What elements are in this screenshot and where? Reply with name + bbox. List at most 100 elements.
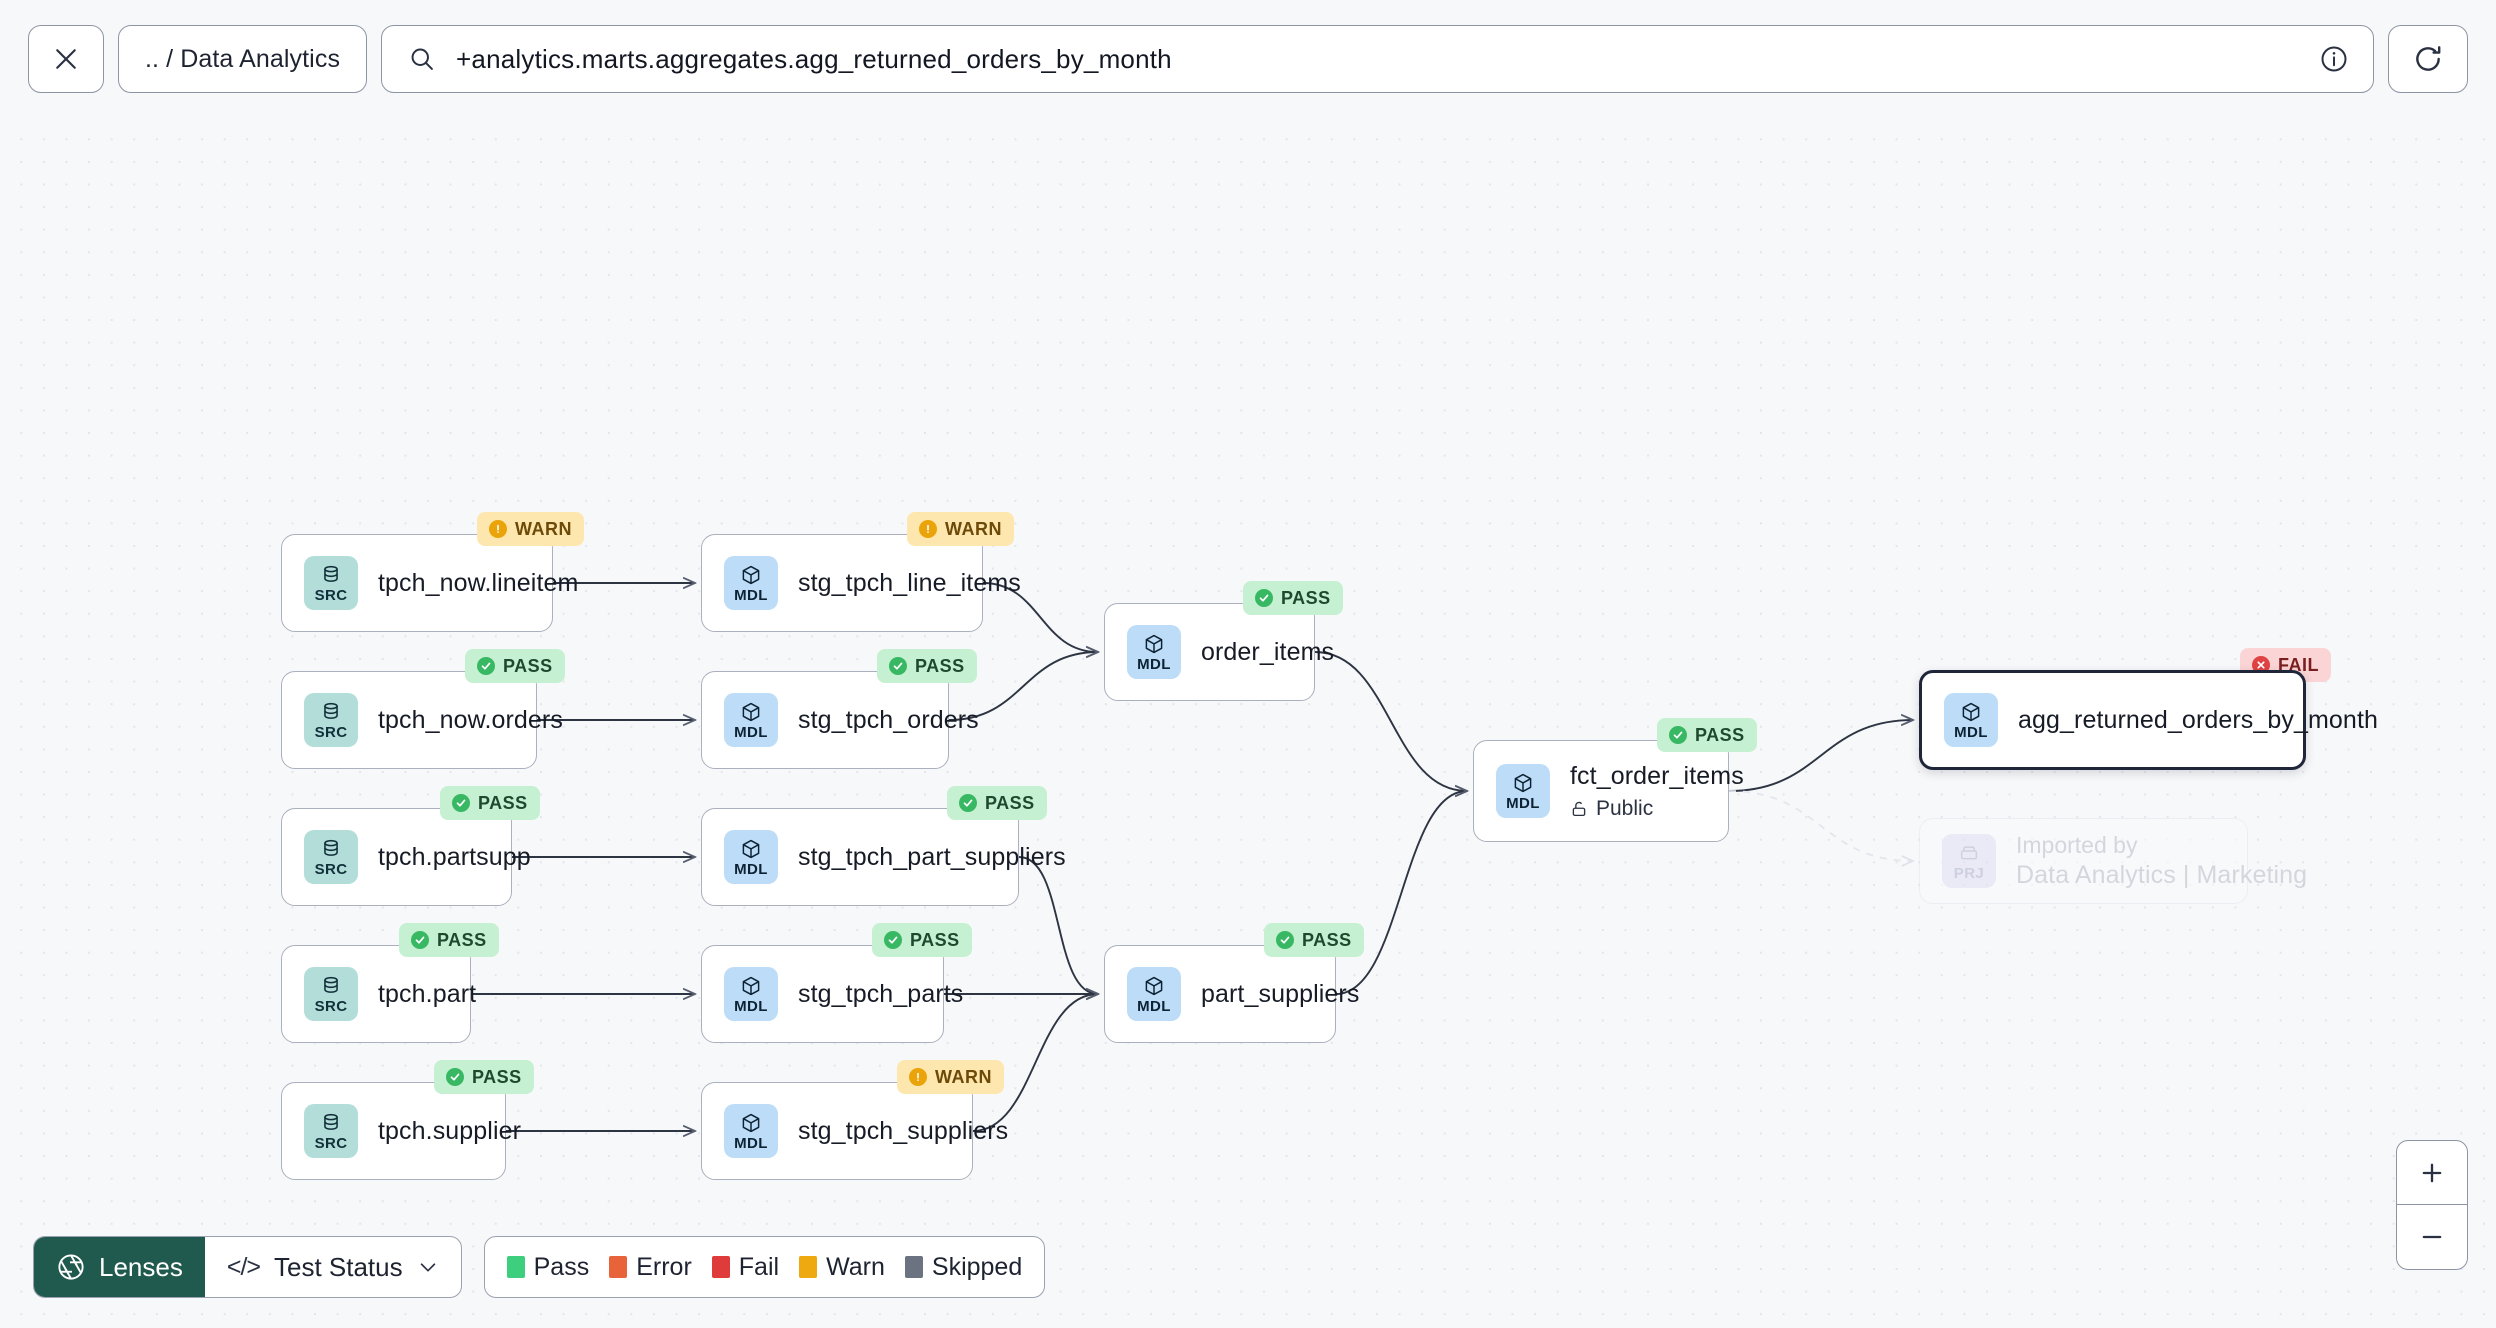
node-label: stg_tpch_orders — [798, 705, 979, 734]
lenses-label: Lenses — [99, 1251, 183, 1282]
status-badge-pass[interactable]: PASS — [1264, 923, 1364, 957]
unlock-icon — [1572, 801, 1586, 816]
legend-swatch — [609, 1256, 628, 1278]
node-imported-by-label: Imported by — [2016, 832, 2138, 858]
status-badge-pass[interactable]: PASS — [434, 1060, 534, 1094]
legend-swatch — [904, 1256, 923, 1278]
node-label: stg_tpch_line_items — [798, 568, 1021, 597]
close-button[interactable] — [28, 25, 104, 93]
node-body: order_items — [1201, 638, 1334, 667]
warn-icon — [489, 520, 507, 538]
status-badge-pass[interactable]: PASS — [877, 649, 977, 683]
graph-edges — [470, 118, 2496, 1328]
status-badge-pass[interactable]: PASS — [399, 923, 499, 957]
status-badge-label: WARN — [515, 518, 572, 539]
pass-icon — [411, 931, 429, 949]
mdl-type-chip: MDL — [724, 967, 778, 1021]
close-icon — [56, 49, 76, 69]
node-label: part_suppliers — [1201, 979, 1360, 1008]
status-badge-label: PASS — [910, 929, 960, 950]
pass-icon — [477, 657, 495, 675]
breadcrumb[interactable]: .. / Data Analytics — [118, 25, 368, 93]
node-body: Imported by Data Analytics | Marketing — [2016, 832, 2307, 890]
bottom-toolbar: Lenses </> Test Status Pass Error Fail Warn… — [33, 1236, 1046, 1298]
test-status-dropdown[interactable]: </> Test Status — [205, 1237, 461, 1297]
src-type-chip: SRC — [304, 556, 358, 610]
mdl-type-chip: MDL — [724, 830, 778, 884]
status-badge-label: WARN — [945, 518, 1002, 539]
plus-icon — [2422, 1163, 2442, 1182]
src-type-chip: SRC — [304, 830, 358, 884]
src-type-chip: SRC — [304, 1104, 358, 1158]
node-body: tpch_now.orders — [378, 706, 563, 735]
refresh-button[interactable] — [2388, 25, 2468, 93]
status-badge-pass[interactable]: PASS — [1243, 581, 1343, 615]
graph-node-stg_tpch_orders[interactable]: MDL stg_tpch_orders — [701, 671, 979, 769]
node-label: agg_returned_orders_by_month — [2018, 705, 2378, 734]
status-badge-label: PASS — [472, 1066, 522, 1087]
node-label: fct_order_items — [1570, 761, 1744, 790]
src-type-chip: SRC — [304, 693, 358, 747]
status-badge-pass[interactable]: PASS — [465, 649, 565, 683]
graph-node-tpch_now_orders[interactable]: SRC tpch_now.orders — [281, 671, 563, 769]
legend-label: Fail — [738, 1252, 780, 1281]
code-icon: </> — [226, 1252, 261, 1281]
edge-part_suppliers-to-fct_order_items — [1335, 791, 1467, 995]
refresh-icon — [2416, 46, 2441, 71]
node-label: Data Analytics | Marketing — [2016, 861, 2308, 889]
info-icon[interactable] — [2319, 44, 2349, 74]
node-visibility: Public — [1570, 797, 1744, 821]
status-badge-label: FAIL — [2278, 654, 2319, 675]
node-body: tpch.part — [378, 980, 476, 1009]
legend-item-skipped[interactable]: Skipped — [904, 1253, 1022, 1282]
edge-stg_tpch_line_items-to-order_items — [982, 582, 1098, 652]
mdl-type-chip: MDL — [724, 1104, 778, 1158]
legend-item-pass[interactable]: Pass — [506, 1253, 589, 1282]
legend-item-fail[interactable]: Fail — [711, 1252, 780, 1282]
graph-node-imported_by_prj[interactable]: PRJ Imported by Data Analytics | Marketing — [1919, 818, 2307, 904]
legend-swatch — [799, 1256, 818, 1278]
zoom-in-button[interactable] — [2397, 1141, 2467, 1205]
status-badge-warn[interactable]: WARN — [907, 512, 1014, 546]
search-input[interactable]: +analytics.marts.aggregates.agg_returned… — [381, 25, 2374, 93]
graph-node-tpch_supplier[interactable]: SRC tpch.supplier — [281, 1082, 521, 1180]
status-badge-pass[interactable]: PASS — [947, 786, 1047, 820]
warn-icon — [909, 1068, 927, 1086]
mdl-type-chip: MDL — [724, 693, 778, 747]
status-badge-warn[interactable]: WARN — [897, 1060, 1004, 1094]
status-badge-pass[interactable]: PASS — [872, 923, 972, 957]
node-body: tpch.supplier — [378, 1117, 521, 1146]
status-badge-pass[interactable]: PASS — [440, 786, 540, 820]
status-badge-label: PASS — [503, 655, 553, 676]
status-badge-pass[interactable]: PASS — [1657, 718, 1757, 752]
status-badge-label: PASS — [1302, 929, 1352, 950]
status-badge-label: WARN — [935, 1066, 992, 1087]
graph-node-tpch_now_lineitem[interactable]: SRC tpch_now.lineitem — [281, 534, 578, 632]
lenses-button[interactable]: Lenses — [34, 1237, 205, 1297]
node-body: tpch_now.lineitem — [378, 569, 578, 598]
pass-icon — [959, 794, 977, 812]
status-badge-warn[interactable]: WARN — [477, 512, 584, 546]
aperture-icon — [58, 1254, 84, 1280]
prj-type-chip: PRJ — [1942, 834, 1996, 888]
legend-item-error[interactable]: Error — [609, 1253, 692, 1282]
legend-item-warn[interactable]: Warn — [799, 1253, 885, 1282]
zoom-out-button[interactable] — [2397, 1205, 2467, 1269]
pass-icon — [1255, 589, 1273, 607]
fail-icon — [2252, 656, 2270, 674]
status-badge-label: PASS — [985, 792, 1035, 813]
pass-icon — [1669, 726, 1687, 744]
